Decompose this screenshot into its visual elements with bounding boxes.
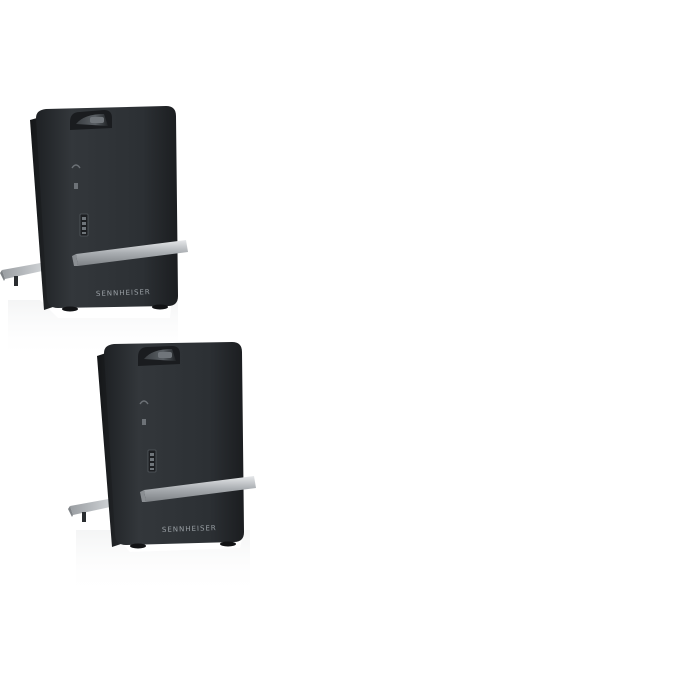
headset-base-station-bottom: SENNHEISER (68, 342, 256, 596)
battery-level-indicator (79, 213, 89, 237)
rear-support-leg (68, 498, 115, 522)
battery-level-indicator (147, 449, 157, 473)
status-icons (139, 400, 149, 425)
phone-status-icon (142, 419, 146, 425)
floor-reflection (76, 530, 250, 596)
phone-status-icon (74, 183, 78, 189)
status-icons (71, 164, 81, 189)
body-front-panel (104, 342, 244, 545)
brand-wordmark: SENNHEISER (162, 524, 217, 534)
headset-clip (70, 110, 112, 130)
chrome-rail (72, 240, 188, 266)
brand-wordmark: SENNHEISER (96, 288, 151, 298)
rear-support-leg (0, 262, 47, 286)
headset-status-icon (139, 400, 149, 405)
headset-clip (138, 346, 180, 366)
headset-status-icon (71, 164, 81, 169)
chrome-rail (140, 476, 256, 502)
body-front-panel (36, 106, 178, 308)
headset-base-station-top: SENNHEISER (0, 106, 188, 360)
